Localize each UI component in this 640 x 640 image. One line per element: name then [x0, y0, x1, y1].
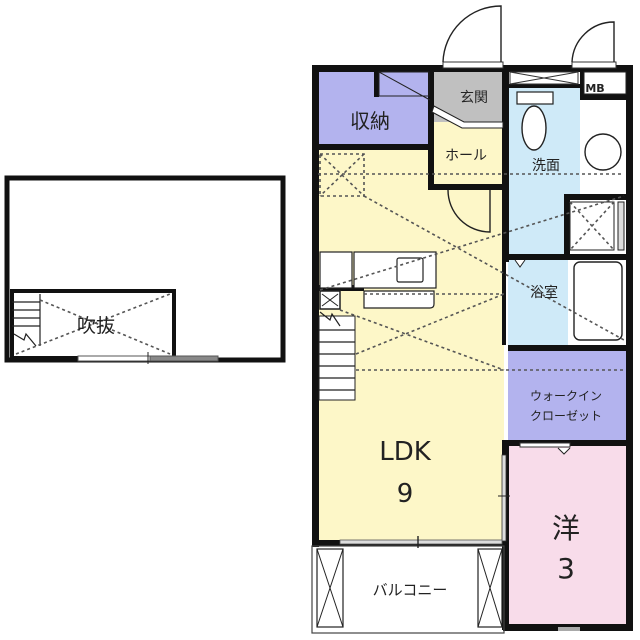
bathroom-room	[508, 258, 568, 346]
western-room-size: 3	[557, 552, 575, 585]
bathroom-label: 浴室	[530, 284, 558, 301]
western-room-label: 洋	[552, 512, 580, 545]
hall-label: ホール	[445, 148, 487, 164]
kitchen-counter	[319, 251, 437, 310]
ldk-size: 9	[397, 479, 414, 509]
mb-door[interactable]	[571, 21, 617, 69]
storage-label: 収納	[350, 109, 390, 133]
balcony	[311, 536, 505, 634]
entrance-door[interactable]	[442, 5, 504, 69]
balcony-label: バルコニー	[373, 581, 448, 599]
entrance-label: 玄関	[460, 89, 488, 106]
western-room	[508, 446, 626, 626]
wic-label-line1: ウォークイン	[530, 389, 602, 403]
walk-in-closet-room	[508, 350, 626, 442]
upper-stair	[12, 294, 41, 347]
ldk-label: LDK	[379, 437, 432, 467]
stair	[318, 311, 356, 401]
washroom-label: 洗面	[532, 158, 560, 174]
meter-box-label: MB	[585, 82, 604, 95]
void-label: 吹抜	[77, 315, 115, 337]
wic-label-line2: クローゼット	[530, 409, 602, 423]
upper-floor-plan: 吹抜	[4, 175, 286, 364]
main-floor-plan: MB	[311, 5, 633, 634]
